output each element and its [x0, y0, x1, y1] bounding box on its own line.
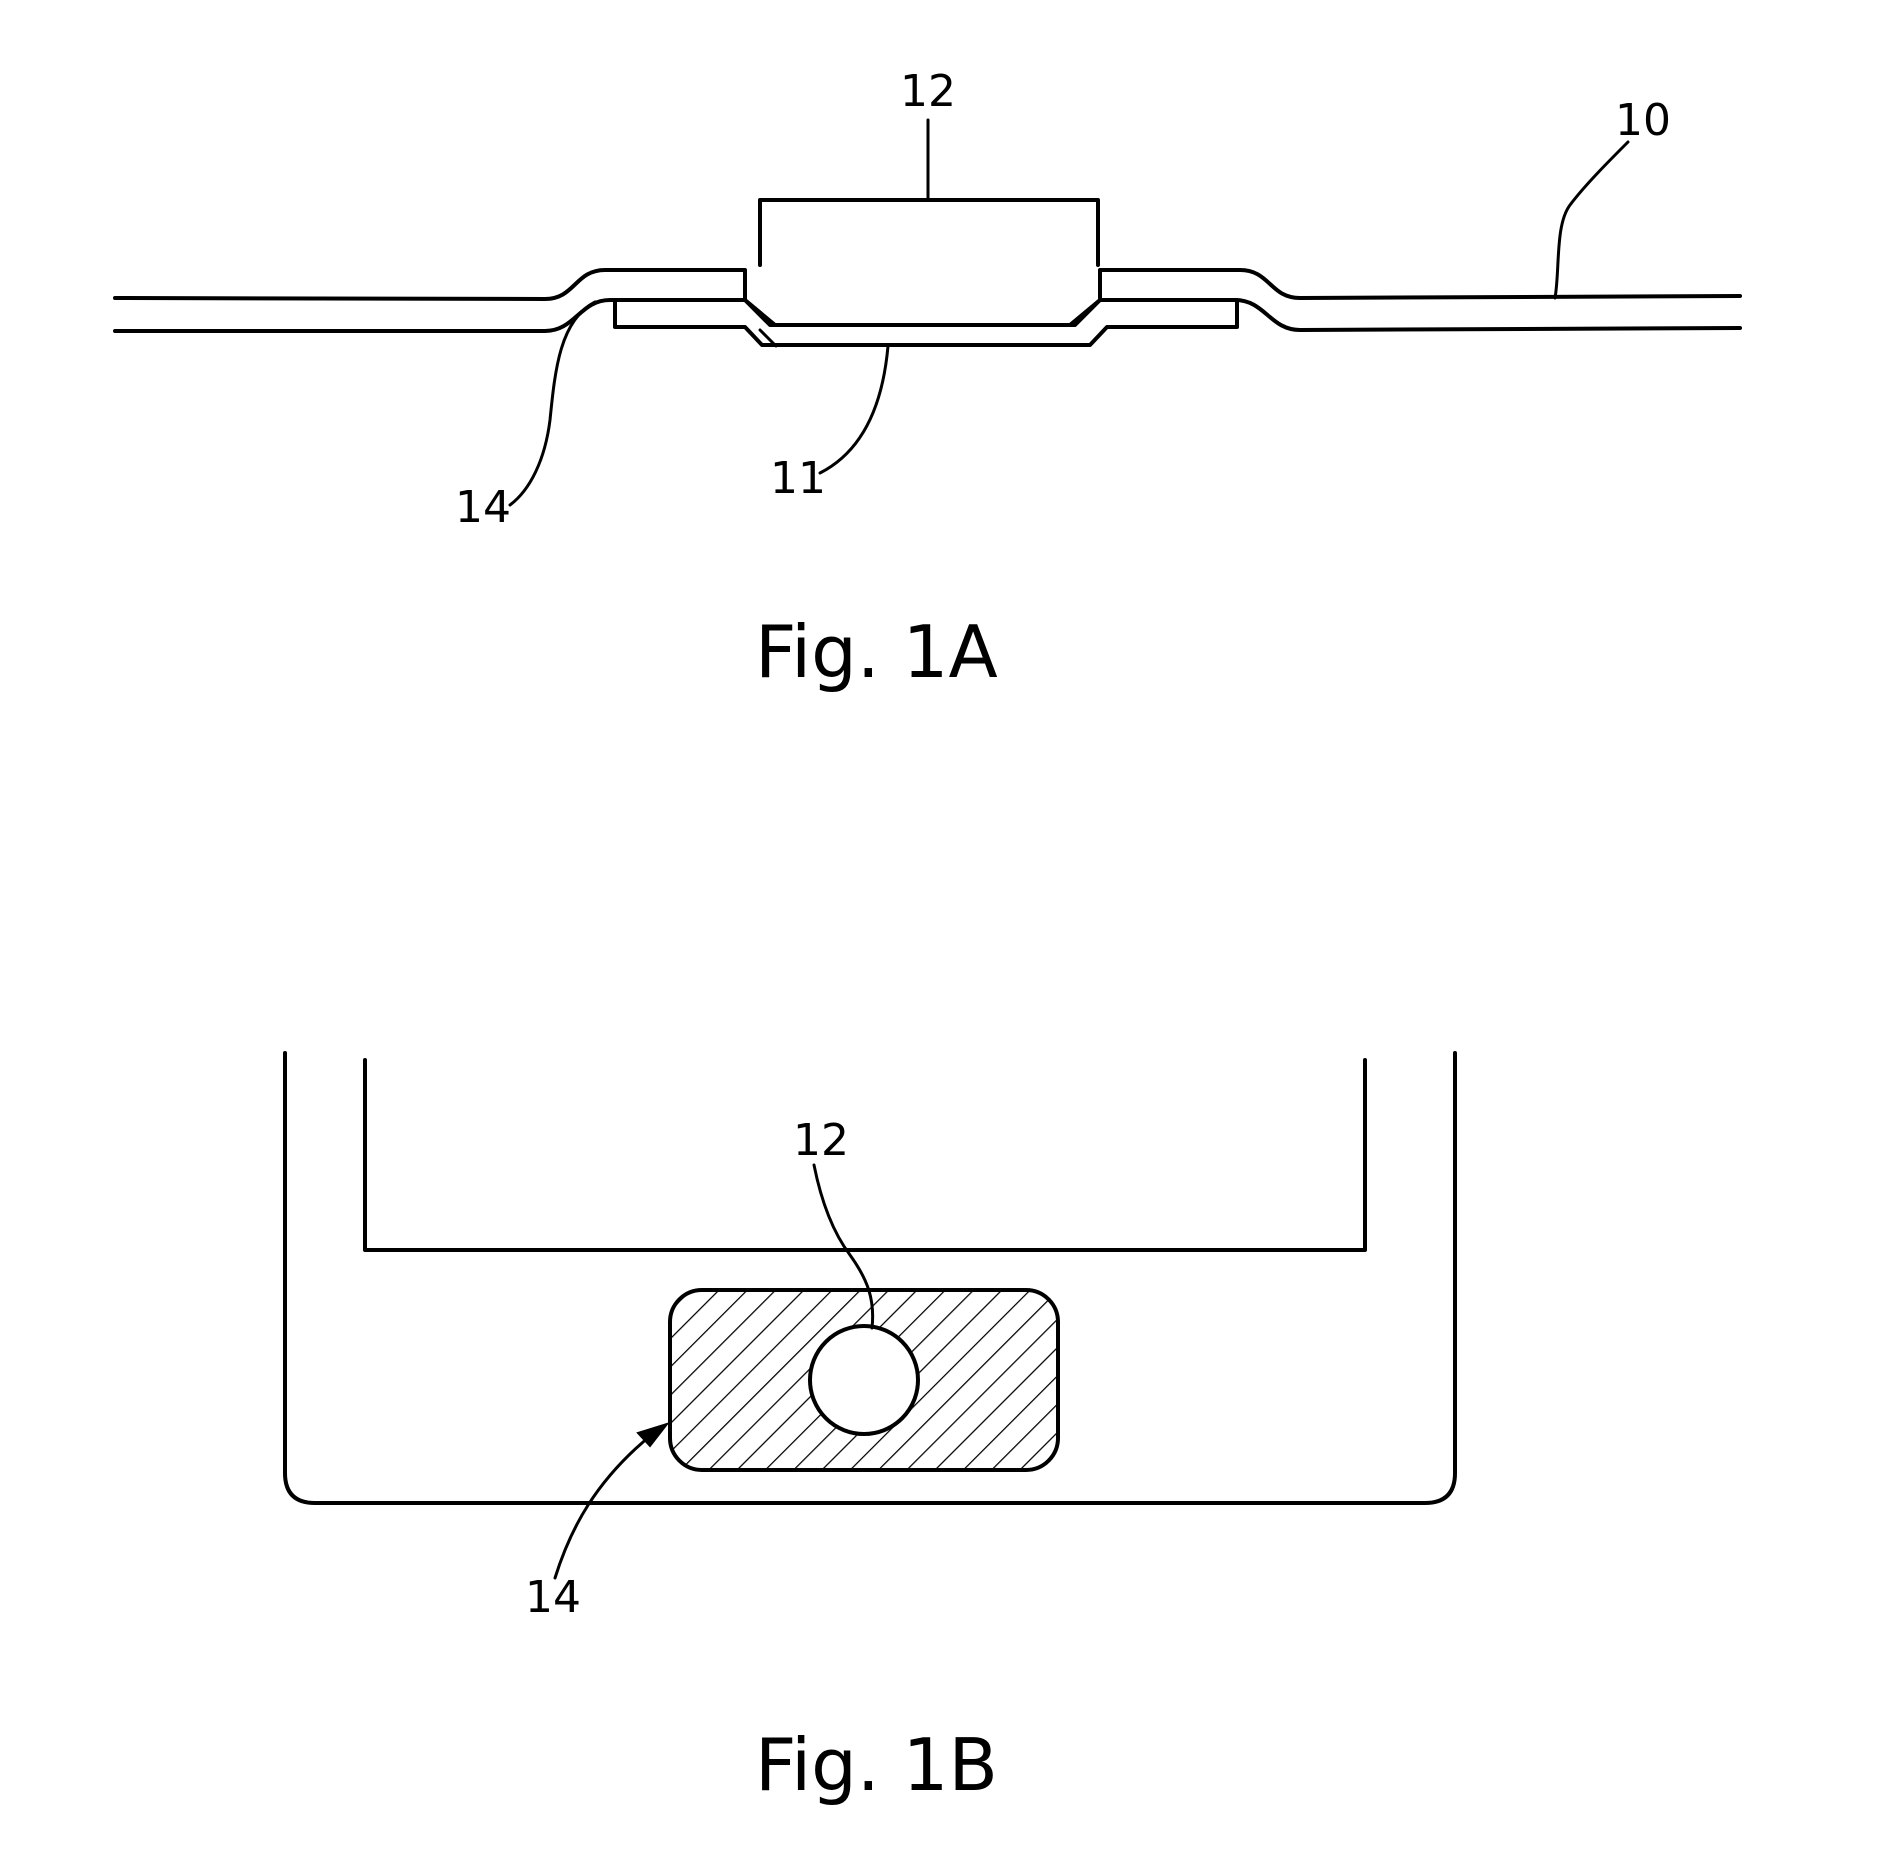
leader-11 — [820, 346, 888, 473]
label-12-1b: 12 — [793, 1115, 849, 1166]
sheet-lower-line — [115, 300, 1740, 331]
caption-fig-1b: Fig. 1B — [755, 1723, 998, 1807]
figure-1b: 12 14 Fig. 1B — [285, 1053, 1455, 1807]
label-10: 10 — [1615, 95, 1671, 146]
label-14-1a: 14 — [455, 482, 511, 533]
component-circle — [810, 1326, 918, 1434]
sheet-upper-line — [115, 270, 1740, 325]
label-14-1b: 14 — [525, 1572, 581, 1623]
label-11: 11 — [770, 453, 826, 504]
caption-fig-1a: Fig. 1A — [755, 610, 998, 694]
inner-compartment-outline — [365, 1060, 1365, 1250]
figure-1a: 12 10 11 14 Fig. 1A — [115, 66, 1740, 694]
adhesive-strip-1a — [615, 300, 1237, 345]
label-12-1a: 12 — [900, 66, 956, 117]
leader-10 — [1555, 142, 1628, 298]
component-box — [760, 200, 1098, 265]
